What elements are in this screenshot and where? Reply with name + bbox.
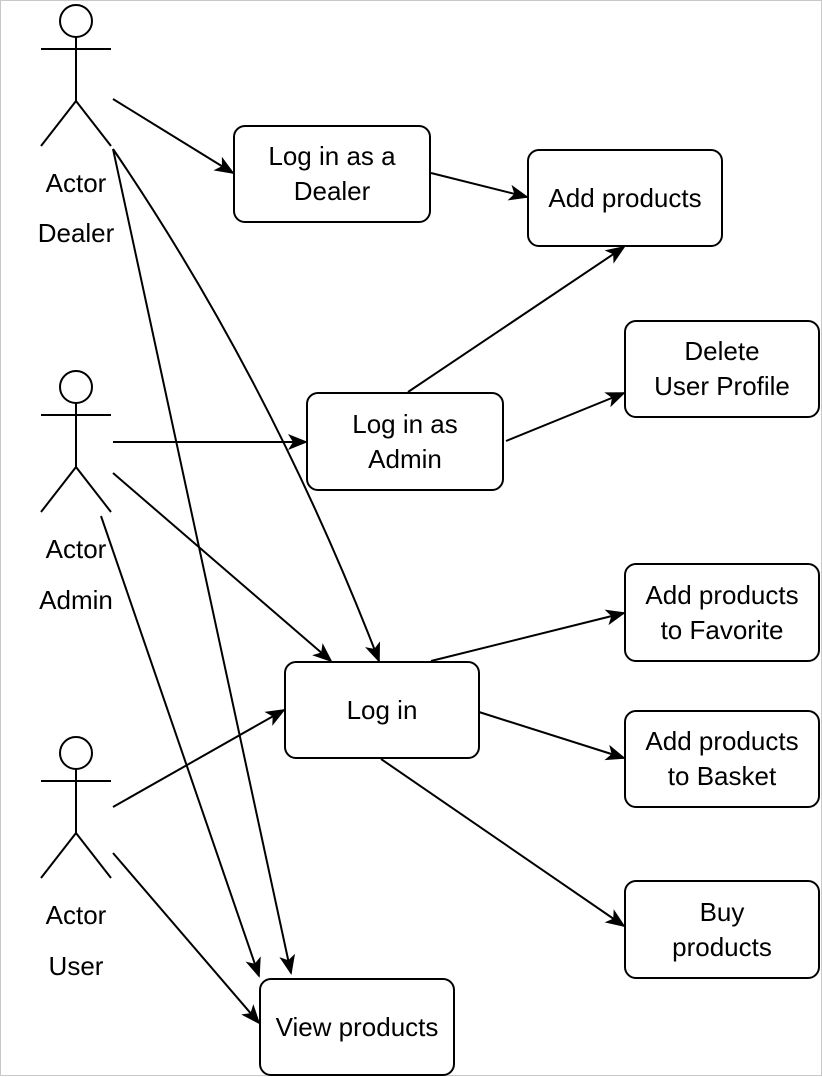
actor-name-user: User [48, 951, 104, 981]
use-case-label: Delete User Profile [654, 336, 790, 401]
use-case-label: Add products to Basket [645, 726, 799, 791]
use-case-add-to-favorite[interactable]: Add products to Favorite [624, 563, 820, 662]
actor-figure-admin [40, 370, 112, 513]
edge-dealer-view [112, 148, 296, 975]
actor-type-label: Actor [45, 900, 107, 930]
edge-login-basket [478, 711, 626, 761]
use-case-label: Buy products [672, 896, 772, 962]
edge-login-favorite [430, 609, 626, 662]
use-case-label: Add products [548, 182, 702, 213]
use-case-login[interactable]: Log in [284, 661, 480, 759]
use-case-login-admin[interactable]: Log in as Admin [306, 392, 504, 491]
edge-login-admin-add-products [407, 245, 626, 393]
use-case-view-products[interactable]: View products [259, 978, 455, 1076]
edge-login-admin-delete-profile [505, 392, 626, 442]
actor-name-admin: Admin [39, 585, 113, 615]
use-case-add-products[interactable]: Add products [527, 149, 723, 247]
use-case-label: Add products to Favorite [645, 579, 799, 645]
use-case-delete-user-profile[interactable]: Delete User Profile [624, 320, 820, 418]
edge-dealer-login [112, 148, 380, 663]
actor-figure-user [40, 736, 112, 879]
use-case-label: Log in [346, 694, 418, 725]
edge-login-buy [380, 758, 626, 928]
use-case-label: Log in as a Dealer [268, 141, 396, 206]
edge-admin-login [112, 472, 333, 663]
edge-admin-view [100, 515, 261, 978]
use-case-add-to-basket[interactable]: Add products to Basket [624, 710, 820, 808]
edge-user-login [112, 709, 286, 808]
actor-type-label: Actor [45, 168, 107, 198]
actor-type-label: Actor [45, 534, 107, 564]
use-case-login-dealer[interactable]: Log in as a Dealer [233, 125, 431, 223]
edge-dealer-login-dealer [112, 98, 235, 175]
use-case-label: Log in as Admin [352, 408, 458, 474]
actor-figure-dealer [40, 4, 112, 147]
edge-login-dealer-add-products [430, 172, 529, 201]
actor-name-dealer: Dealer [37, 218, 115, 248]
edge-user-view [112, 852, 261, 1025]
use-case-label: View products [275, 1011, 439, 1042]
use-case-buy-products[interactable]: Buy products [624, 880, 820, 979]
